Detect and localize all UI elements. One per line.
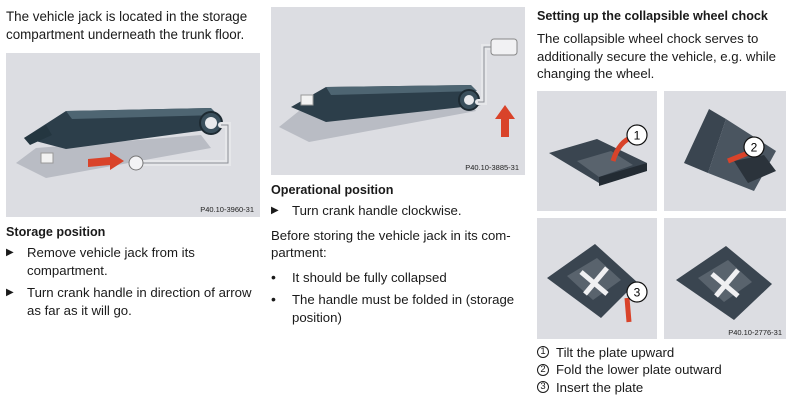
column-wheel-chock: Setting up the collapsible wheel chock T… xyxy=(537,0,802,396)
operational-heading: Operational position xyxy=(271,183,394,197)
column-operational: P40.10-3885-31 Operational position ▶ Tu… xyxy=(271,0,526,326)
bullet-icon: • xyxy=(271,291,276,307)
legend-number-1: 1 xyxy=(537,346,549,359)
storage-step-2: ▶ Turn crank handle in direction of arro… xyxy=(6,285,252,318)
chock-step-4-illustration xyxy=(676,245,772,320)
arrow-marker-icon: ▶ xyxy=(6,287,14,298)
legend-item-3: 3 Insert the plate xyxy=(537,379,802,397)
operational-step-1: ▶ Turn crank handle clockwise. xyxy=(271,203,462,218)
wheel-chock-legend: 1 Tilt the plate upward 2 Fold the lower… xyxy=(537,344,802,397)
jack-operational-illustration xyxy=(279,38,518,142)
legend-number-3: 3 xyxy=(537,381,549,394)
storage-figure-code: P40.10-3960-31 xyxy=(200,205,254,214)
chock-step-3-panel: 3 xyxy=(537,217,657,339)
legend-number-2: 2 xyxy=(537,363,549,376)
wheel-chock-figure: 1 2 3 xyxy=(537,90,802,339)
requirement-handle: • The handle must be folded in (storage … xyxy=(271,291,515,325)
storage-heading: Storage position xyxy=(6,225,106,239)
chock-step-1-panel: 1 xyxy=(537,90,657,211)
storage-figure: P40.10-3960-31 xyxy=(6,53,260,217)
storage-steps: ▶ Remove vehicle jack from its compartme… xyxy=(6,244,261,319)
operational-figure: P40.10-3885-31 xyxy=(271,7,525,175)
column-storage: The vehicle jack is located in the stora… xyxy=(6,0,261,319)
legend-item-2: 2 Fold the lower plate outward xyxy=(537,361,802,379)
chock-step-1-illustration: 1 xyxy=(549,123,648,186)
legend-item-1: 1 Tilt the plate upward xyxy=(537,344,802,362)
requirement-collapsed: • It should be fully collapsed xyxy=(271,268,447,285)
storage-intro: The vehicle jack is located in the stora… xyxy=(6,9,248,42)
callout-3: 3 xyxy=(634,285,641,299)
arrow-marker-icon: ▶ xyxy=(271,205,279,216)
wheel-chock-intro: The collapsible wheel chock serves to ad… xyxy=(537,31,776,81)
storage-requirements: • It should be fully collapsed • The han… xyxy=(271,269,526,327)
storage-step-1: ▶ Remove vehicle jack from its compartme… xyxy=(6,245,195,278)
chock-step-2-panel: 2 xyxy=(664,90,786,211)
bullet-icon: • xyxy=(271,268,276,285)
callout-1: 1 xyxy=(634,128,641,142)
jack-storage-illustration xyxy=(16,108,231,178)
arrow-marker-icon: ▶ xyxy=(6,247,14,258)
chock-step-2-illustration: 2 xyxy=(684,108,776,191)
callout-2: 2 xyxy=(751,140,758,154)
operational-figure-code: P40.10-3885-31 xyxy=(465,163,519,172)
before-storing-text: Before storing the vehicle jack in its c… xyxy=(271,227,511,261)
wheel-chock-figure-code: P40.10-2776-31 xyxy=(728,327,782,337)
wheel-chock-heading: Setting up the collapsible wheel chock xyxy=(537,9,768,23)
operational-steps: ▶ Turn crank handle clockwise. xyxy=(271,202,526,220)
chock-step-3-illustration: 3 xyxy=(547,243,648,322)
chock-step-4-panel: P40.10-2776-31 xyxy=(664,217,786,339)
